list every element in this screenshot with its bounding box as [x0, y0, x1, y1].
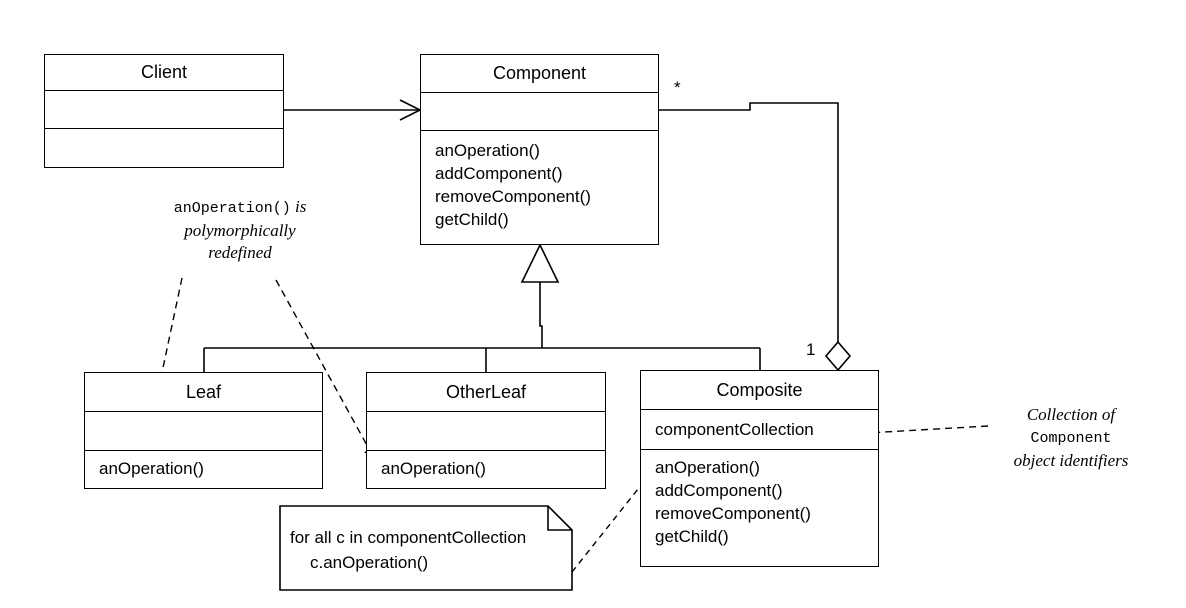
annotation-collection: Collection of Component object identifie…: [996, 404, 1146, 472]
composite-operations: anOperation() addComponent() removeCompo…: [641, 450, 878, 548]
leaf-class-name: Leaf: [85, 373, 322, 412]
annotation-text: Collection of: [1026, 405, 1116, 424]
annotation-polymorphic: anOperation() is polymorphically redefin…: [140, 196, 340, 264]
composite-op: addComponent(): [655, 481, 783, 500]
composite-class[interactable]: Composite componentCollection anOperatio…: [640, 370, 879, 567]
component-class-name: Component: [421, 55, 658, 93]
component-op: anOperation(): [435, 141, 540, 160]
component-class[interactable]: Component anOperation() addComponent() r…: [420, 54, 659, 245]
client-component-association: [284, 99, 422, 121]
note-shape: [279, 505, 573, 591]
component-op: removeComponent(): [435, 187, 591, 206]
note-anchor-line: [571, 483, 643, 573]
leaf-op: anOperation(): [99, 459, 204, 478]
composite-attribute: componentCollection: [655, 420, 814, 439]
annotation-code: Component: [1030, 430, 1112, 447]
leaf-operations: anOperation(): [85, 451, 322, 480]
composite-op: removeComponent(): [655, 504, 811, 523]
otherleaf-attributes: [367, 412, 605, 451]
client-class[interactable]: Client: [44, 54, 284, 168]
client-operations: [45, 129, 283, 167]
multiplicity-one: 1: [806, 340, 816, 359]
client-attributes: [45, 91, 283, 129]
component-operations: anOperation() addComponent() removeCompo…: [421, 131, 658, 231]
otherleaf-op: anOperation(): [381, 459, 486, 478]
leaf-attributes: [85, 412, 322, 451]
otherleaf-operations: anOperation(): [367, 451, 605, 480]
client-class-name: Client: [45, 55, 283, 91]
composite-op: getChild(): [655, 527, 729, 546]
note-line: c.anOperation(): [310, 553, 429, 572]
aggregation-diamond: [824, 340, 852, 372]
otherleaf-class[interactable]: OtherLeaf anOperation(): [366, 372, 606, 489]
component-op: addComponent(): [435, 164, 563, 183]
composite-class-name: Composite: [641, 371, 878, 410]
generalization-connector: [203, 243, 761, 372]
component-attributes: [421, 93, 658, 131]
dashed-arrow-otherleaf: [275, 279, 375, 459]
leaf-class[interactable]: Leaf anOperation(): [84, 372, 323, 489]
annotation-text: redefined: [208, 243, 272, 262]
aggregation-connector: [658, 102, 852, 372]
annotation-text: object identifiers: [1013, 451, 1129, 470]
annotation-text: is: [294, 197, 307, 216]
component-op: getChild(): [435, 210, 509, 229]
annotation-text: polymorphically: [184, 221, 296, 240]
composite-op: anOperation(): [655, 458, 760, 477]
otherleaf-class-name: OtherLeaf: [367, 373, 605, 412]
note-line: for all c in componentCollection: [290, 528, 527, 547]
composite-attributes: componentCollection: [641, 410, 878, 450]
inheritance-triangle: [520, 243, 560, 283]
multiplicity-many: *: [674, 78, 681, 97]
annotation-code: anOperation(): [173, 200, 291, 217]
